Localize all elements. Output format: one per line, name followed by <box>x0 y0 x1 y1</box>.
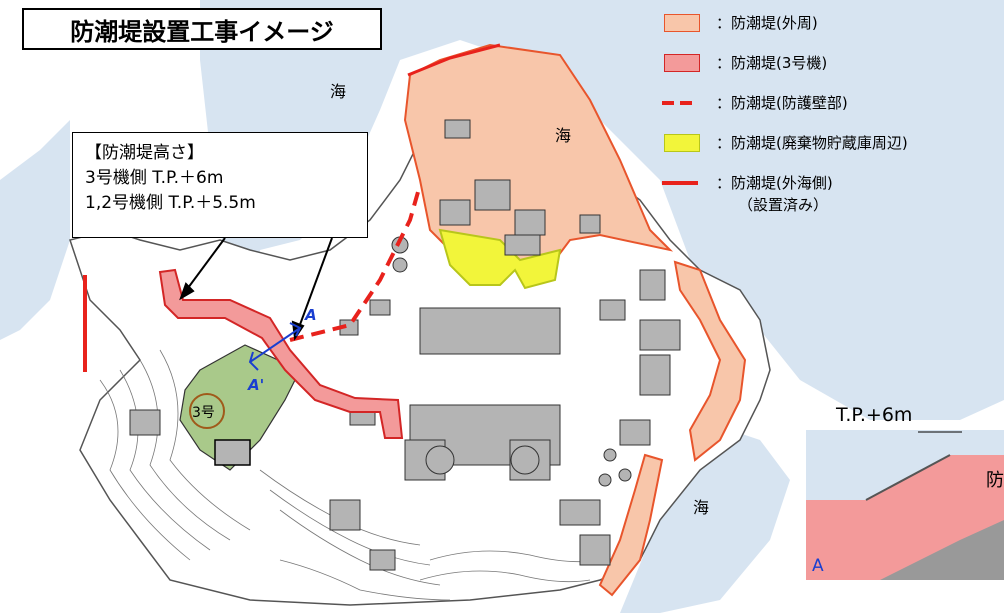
legend-label: ：防潮堤(3号機) <box>716 54 828 72</box>
legend-label: ：防潮堤(防護壁部) <box>716 94 848 112</box>
legend-item-outer: ：防潮堤(外周) <box>660 6 1004 46</box>
section-wall-edge <box>865 454 951 501</box>
unit3-marker-circle <box>189 393 225 429</box>
outer-seawall-south <box>598 453 664 597</box>
map-marker-a-prime: A' <box>248 376 265 394</box>
unit3-label: 3号 <box>192 405 215 421</box>
sea-top <box>200 0 1004 420</box>
sea-label: 海 <box>693 498 710 517</box>
callout-line-unit3: 3号機側 T.P.＋6m <box>85 168 224 188</box>
legend-swatch-dashed <box>662 101 698 105</box>
outer-sea-top-line <box>407 43 501 77</box>
contour-lines <box>99 349 601 601</box>
legend-label: ：防潮堤(外海側) <box>716 174 833 192</box>
section-height-label: T.P.+6m <box>836 404 913 426</box>
legend-item-protective-wall: ：防潮堤(防護壁部) <box>660 86 1004 126</box>
callout-heading: 【防潮堤高さ】 <box>85 143 204 163</box>
unit3-seawall <box>158 268 404 439</box>
section-ground <box>880 520 1004 580</box>
legend-label: ：防潮堤(廃棄物貯蔵庫周辺) <box>716 134 908 152</box>
legend-item-waste: ：防潮堤(廃棄物貯蔵庫周辺) <box>660 126 1004 166</box>
section-point-a: A <box>812 556 824 576</box>
legend-swatch-outer <box>664 14 700 32</box>
callout-line-unit12: 1,2号機側 T.P.＋5.5m <box>85 193 256 213</box>
legend-swatch-line <box>662 181 698 185</box>
legend-label: ：防潮堤(外周) <box>716 14 818 32</box>
seawall-height-callout: 【防潮堤高さ】 3号機側 T.P.＋6m 1,2号機側 T.P.＋5.5m <box>72 132 368 238</box>
callout-arrows <box>179 237 333 341</box>
unit3-turbine <box>214 439 251 466</box>
section-line-aa <box>248 322 302 371</box>
protective-wall-dashed <box>289 184 422 342</box>
page-title: 防潮堤設置工事イメージ <box>22 8 382 50</box>
legend: ：防潮堤(外周) ：防潮堤(3号機) ：防潮堤(防護壁部) ：防潮堤(廃棄物貯蔵… <box>660 6 1004 226</box>
sea-label: 海 <box>555 126 572 145</box>
legend-item-unit3: ：防潮堤(3号機) <box>660 46 1004 86</box>
buildings <box>129 119 681 571</box>
tanks <box>391 236 632 487</box>
legend-swatch-waste <box>664 134 700 152</box>
section-diagram <box>806 430 1004 580</box>
map-marker-a: A <box>305 306 317 324</box>
sea-label: 海 <box>330 82 347 101</box>
legend-sublabel: （設置済み） <box>738 196 829 214</box>
section-name: 防 <box>986 470 1004 491</box>
sea-left <box>0 120 70 340</box>
outer-seawall-area <box>403 43 674 272</box>
land-outline <box>69 119 771 606</box>
outer-seawall-east <box>673 260 747 462</box>
legend-swatch-unit3 <box>664 54 700 72</box>
legend-item-outer-sea: ：防潮堤(外海側) （設置済み） <box>660 166 1004 226</box>
